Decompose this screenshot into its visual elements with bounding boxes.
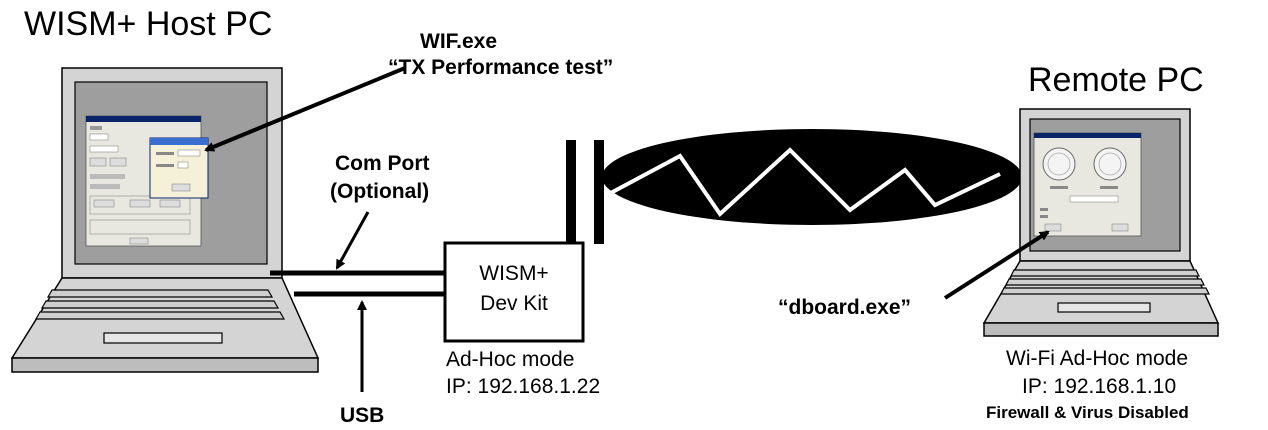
- dev-kit-name-line2: Dev Kit: [480, 292, 548, 315]
- remote-pc-title: Remote PC: [1028, 61, 1204, 99]
- host-pc-title: WISM+ Host PC: [24, 5, 273, 43]
- remote-laptop-edge: [983, 322, 1219, 337]
- remote-ip: IP: 192.168.1.10: [1022, 375, 1177, 398]
- dev-kit-ip: IP: 192.168.1.22: [446, 375, 601, 398]
- host-app-window: [85, 115, 209, 247]
- host-laptop-edge: [11, 357, 319, 373]
- host-keyboard: [34, 289, 286, 320]
- remote-touchpad: [1057, 302, 1151, 313]
- tx-performance-label: “TX Performance test”: [388, 56, 614, 79]
- usb-label: USB: [340, 404, 385, 427]
- remote-keyboard: [1000, 269, 1210, 295]
- dev-kit-antenna-1: [566, 140, 576, 244]
- host-laptop: [10, 67, 320, 373]
- remote-firewall-note: Firewall & Virus Disabled: [986, 403, 1189, 422]
- dev-kit-mode: Ad-Hoc mode: [446, 348, 575, 371]
- dboard-label: “dboard.exe”: [778, 296, 912, 319]
- dev-kit-antenna-2: [594, 140, 604, 244]
- com-port-optional-label: (Optional): [330, 180, 430, 203]
- dboard-arrow: [943, 230, 1050, 300]
- remote-app-window: [1033, 132, 1142, 237]
- remote-laptop: [982, 108, 1220, 337]
- remote-mode: Wi-Fi Ad-Hoc mode: [1006, 347, 1189, 370]
- dev-kit-name-line1: WISM+: [479, 262, 549, 285]
- wireless-signal-zigzag: [604, 147, 1001, 218]
- wireless-link-cloud: [602, 129, 1022, 225]
- wif-exe-arrow: [204, 66, 406, 152]
- wif-exe-label: WIF.exe: [420, 30, 498, 53]
- com-port-arrow: [335, 211, 370, 270]
- dev-kit-box: [443, 241, 585, 343]
- host-touchpad: [103, 332, 223, 344]
- com-port-label: Com Port: [335, 152, 430, 175]
